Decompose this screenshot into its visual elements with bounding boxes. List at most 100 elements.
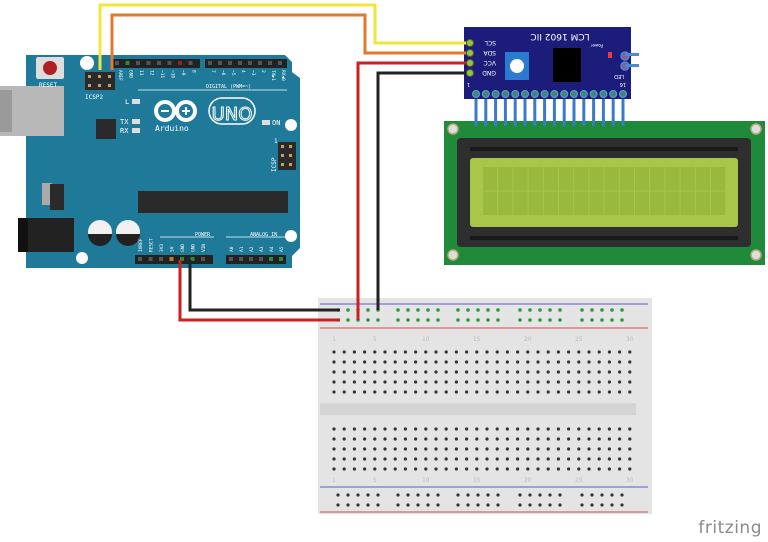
header-pad <box>481 90 490 98</box>
breadboard-hole <box>607 457 612 461</box>
digital-header-right <box>205 59 287 68</box>
led-on-label: ON <box>272 119 280 127</box>
logo-minus-loop <box>154 100 176 122</box>
breadboard-hole <box>546 457 550 461</box>
breadboard-hole <box>475 350 479 354</box>
breadboard-hole <box>546 380 550 384</box>
breadboard-hole <box>424 437 428 441</box>
header-pad <box>550 90 559 98</box>
breadboard-hole <box>577 380 581 384</box>
breadboard-hole <box>516 457 520 461</box>
digital-header-left <box>112 59 200 68</box>
breadboard-hole <box>505 437 509 441</box>
breadboard-hole <box>536 360 540 364</box>
breadboard-hole <box>383 467 387 471</box>
breadboard-hole <box>556 350 561 354</box>
header-pad <box>521 90 529 98</box>
lcd-cell <box>695 191 710 215</box>
icsp-header <box>278 142 296 170</box>
breadboard-hole <box>526 467 530 471</box>
lcd-cell <box>559 167 574 191</box>
rail-hole <box>548 308 552 312</box>
lcd-cell <box>711 191 726 215</box>
breadboard-hole <box>352 427 356 431</box>
breadboard-hole <box>485 380 489 384</box>
lcd-pin <box>621 92 625 126</box>
digital-pins <box>115 61 282 65</box>
breadboard-hole <box>383 370 387 374</box>
breadboard-hole <box>444 447 448 451</box>
breadboard-hole <box>495 390 499 394</box>
header-pin <box>238 61 242 65</box>
led-rx <box>132 128 140 133</box>
breadboard-hole <box>618 390 622 394</box>
rail-hole <box>600 318 604 322</box>
breadboard-hole <box>556 427 561 431</box>
breadboard-hole <box>454 390 458 394</box>
rail-hole <box>406 493 410 497</box>
lcd-pin <box>592 92 596 126</box>
breadboard-hole <box>465 447 469 451</box>
breadboard-hole <box>556 390 561 394</box>
digital-pin-label: ~11 <box>159 70 165 78</box>
breadboard-hole <box>567 427 571 431</box>
rail-hole <box>620 318 624 322</box>
brand-label: Arduino <box>155 124 189 133</box>
rail-hole <box>538 318 542 322</box>
breadboard-hole <box>332 457 336 461</box>
i2c-pin-label: SCL <box>484 39 496 46</box>
digital-label: DIGITAL (PWM=~) <box>206 84 251 90</box>
breadboard-hole <box>597 447 601 451</box>
breadboard-hole <box>444 380 448 384</box>
rail-hole <box>528 318 532 322</box>
breadboard-hole <box>587 427 591 431</box>
breadboard-hole <box>454 447 458 451</box>
breadboard-hole <box>505 370 509 374</box>
rail-hole <box>366 503 370 507</box>
lcd-cell <box>574 191 589 215</box>
rail-hole <box>610 308 614 312</box>
breadboard-hole <box>373 370 377 374</box>
header-pin <box>167 61 172 65</box>
digital-pin-label: 7 <box>210 70 216 73</box>
breadboard-hole <box>536 350 540 354</box>
ground-wire <box>188 260 340 312</box>
rail-hole <box>396 503 400 507</box>
breadboard-hole <box>556 380 561 384</box>
capacitor <box>116 220 140 246</box>
power-header <box>135 255 213 264</box>
header-pin <box>148 257 153 261</box>
column-number: 1 <box>332 477 336 484</box>
rail-hole <box>336 493 340 497</box>
breadboard-hole <box>332 437 336 441</box>
lcd-pin <box>523 92 527 126</box>
breadboard-hole <box>403 380 407 384</box>
breadboard-hole <box>526 390 530 394</box>
breadboard-hole <box>587 447 591 451</box>
lcd-cell <box>650 191 665 215</box>
header-pad <box>491 90 500 98</box>
breadboard-hole <box>495 427 499 431</box>
rail-hole <box>548 493 552 497</box>
breadboard-hole <box>352 380 356 384</box>
breadboard-hole <box>454 467 458 471</box>
breadboard-hole <box>567 437 571 441</box>
breadboard-hole <box>536 390 540 394</box>
breadboard-hole <box>536 467 540 471</box>
rail-hole <box>366 318 370 322</box>
breadboard-hole <box>363 360 367 364</box>
header-pad <box>609 90 618 98</box>
breadboard-hole <box>556 457 561 461</box>
breadboard-hole <box>465 380 469 384</box>
lcd-pin <box>611 92 615 126</box>
breadboard-hole <box>577 350 581 354</box>
breadboard-hole <box>383 457 387 461</box>
lcd-cell <box>711 167 726 191</box>
lcd-cell <box>543 167 558 191</box>
lcd-bezel-slot-bottom <box>470 236 738 240</box>
breadboard-hole <box>414 360 418 364</box>
breadboard-hole <box>597 380 601 384</box>
breadboard-hole <box>597 437 601 441</box>
breadboard-hole <box>546 350 550 354</box>
